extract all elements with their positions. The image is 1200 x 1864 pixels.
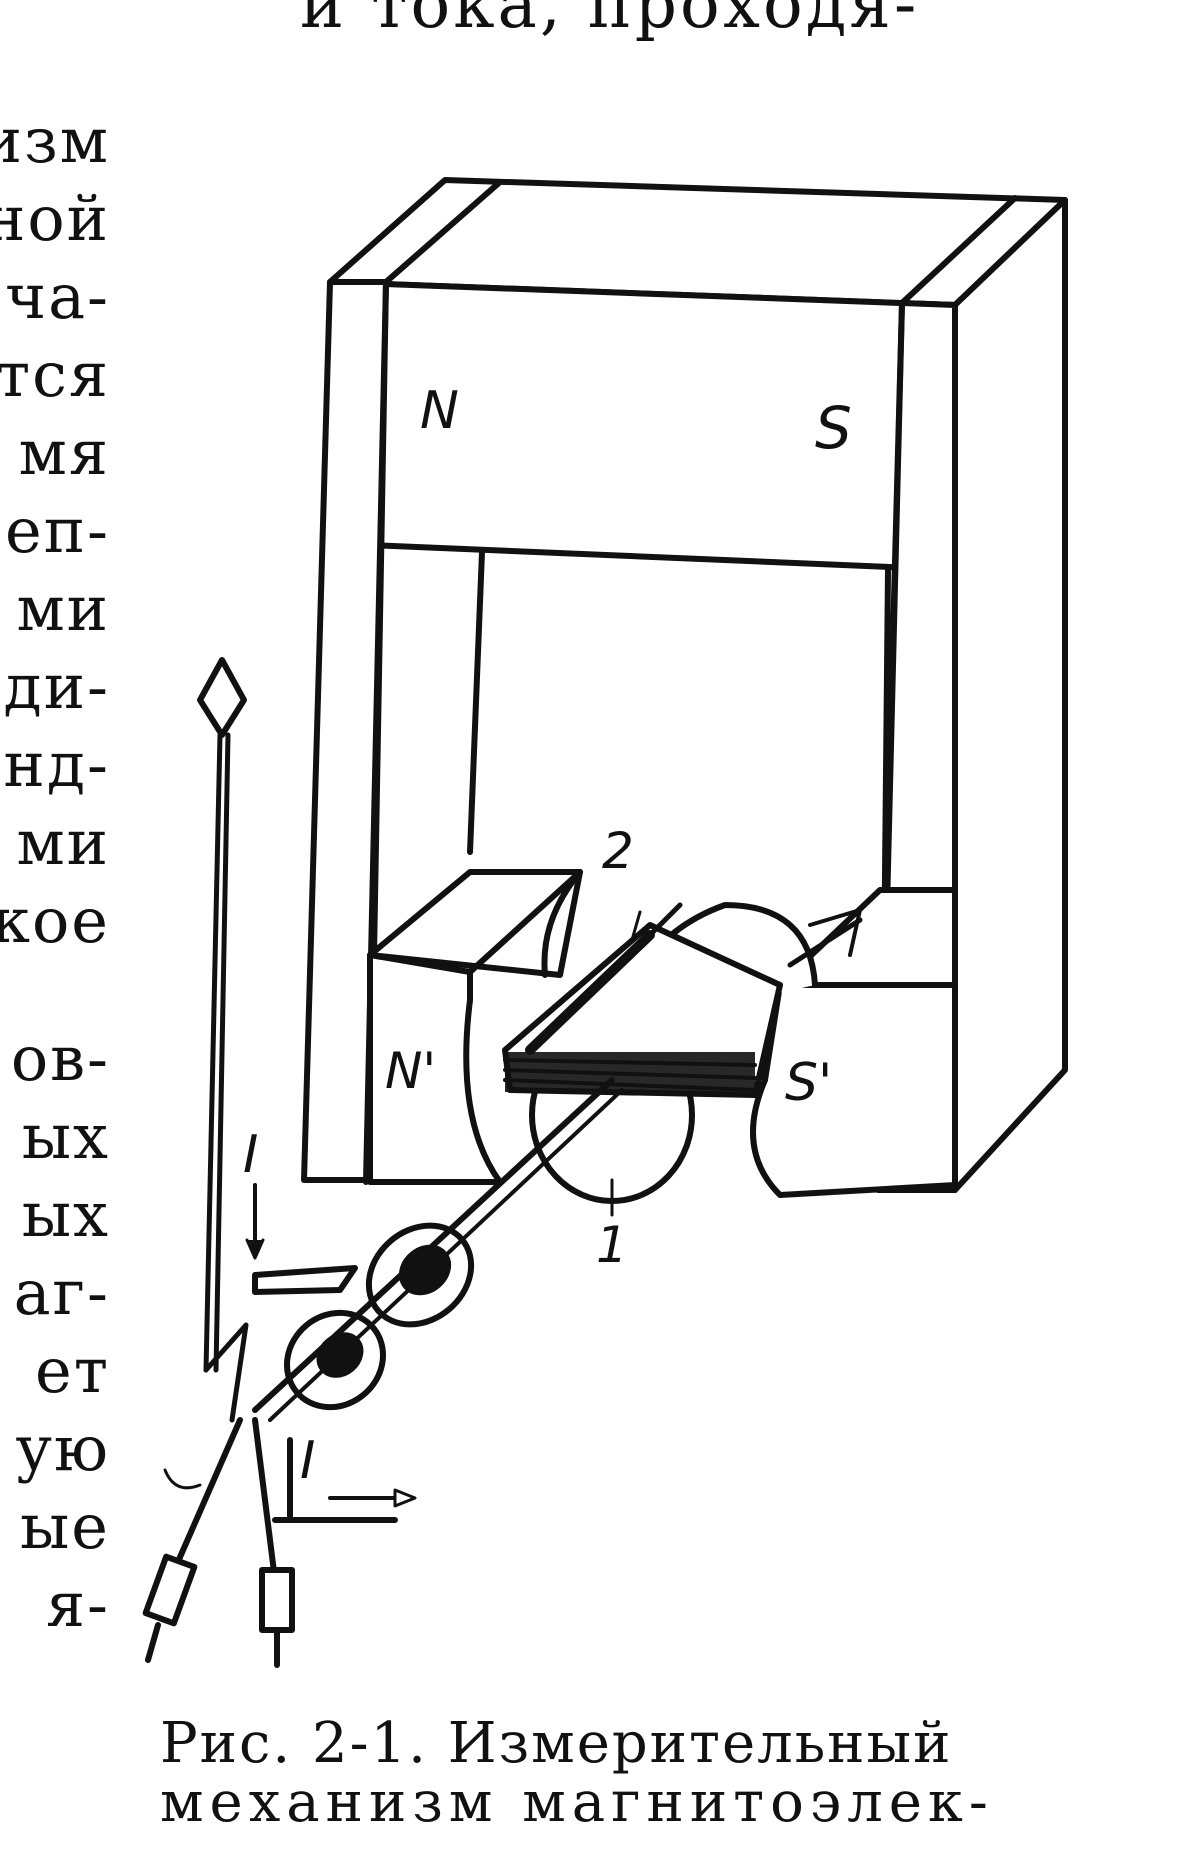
left-text-fragment: мя — [18, 416, 110, 489]
top-text-fragment: и тока, проходя- — [300, 0, 920, 43]
left-text-fragment: ые — [19, 1490, 110, 1563]
left-text-fragment: ми — [16, 572, 110, 645]
current-arrows — [245, 1183, 417, 1508]
part-number-core: 1 — [596, 1216, 628, 1274]
left-text-fragment: ых — [21, 1100, 110, 1173]
left-text-fragment: еп- — [5, 494, 110, 567]
left-text-fragment: ди- — [3, 650, 110, 723]
left-text-fragment: ет — [35, 1334, 110, 1407]
left-text-fragment: я- — [45, 1568, 110, 1641]
left-text-fragment: аг- — [13, 1256, 110, 1329]
figure-caption: Рис. 2-1. Измерительный механизм магнито… — [160, 1711, 1040, 1835]
pole-shoe-label-south: S' — [785, 1053, 832, 1113]
part-2-leader — [630, 910, 642, 942]
magnet-left-column — [301, 279, 485, 1185]
left-text-fragment: ной — [0, 182, 110, 255]
left-text-fragment: тся — [0, 338, 110, 411]
left-text-fragment: ых — [21, 1178, 110, 1251]
left-text-fragment: ов- — [10, 1022, 110, 1095]
left-text-fragment: изм — [0, 104, 110, 177]
left-text-column: изм ной ча- тся мя еп- ми ди- нд- ми кое… — [0, 0, 140, 1860]
pointer-needle — [197, 657, 249, 1423]
caption-line-1: Рис. 2-1. Измерительный — [160, 1711, 953, 1776]
magnet-top-block — [327, 177, 1068, 573]
pole-shoe-label-north: N' — [385, 1042, 436, 1100]
left-text-fragment: нд- — [3, 728, 110, 801]
left-text-fragment: ми — [16, 806, 110, 879]
left-text-fragment: ча- — [5, 260, 110, 333]
pole-label-south: S — [815, 394, 852, 462]
rotation-arrow — [163, 1468, 202, 1490]
caption-line-2: механизм магнитоэлек- — [160, 1769, 994, 1835]
left-text-fragment: кое — [0, 884, 110, 957]
moving-coil-frame — [502, 902, 783, 1098]
north-pole-shoe — [367, 869, 583, 1185]
part-number-frame: 2 — [602, 822, 634, 880]
current-label-bottom: I — [300, 1431, 315, 1491]
current-label-top: I — [243, 1125, 258, 1185]
hairspring-discs — [284, 1222, 475, 1411]
current-leads — [252, 1265, 398, 1523]
magnet-right-side-face — [952, 197, 1068, 1193]
lead-wires — [142, 1417, 295, 1668]
pole-label-north: N — [420, 381, 459, 441]
left-text-fragment: ую — [15, 1412, 110, 1485]
